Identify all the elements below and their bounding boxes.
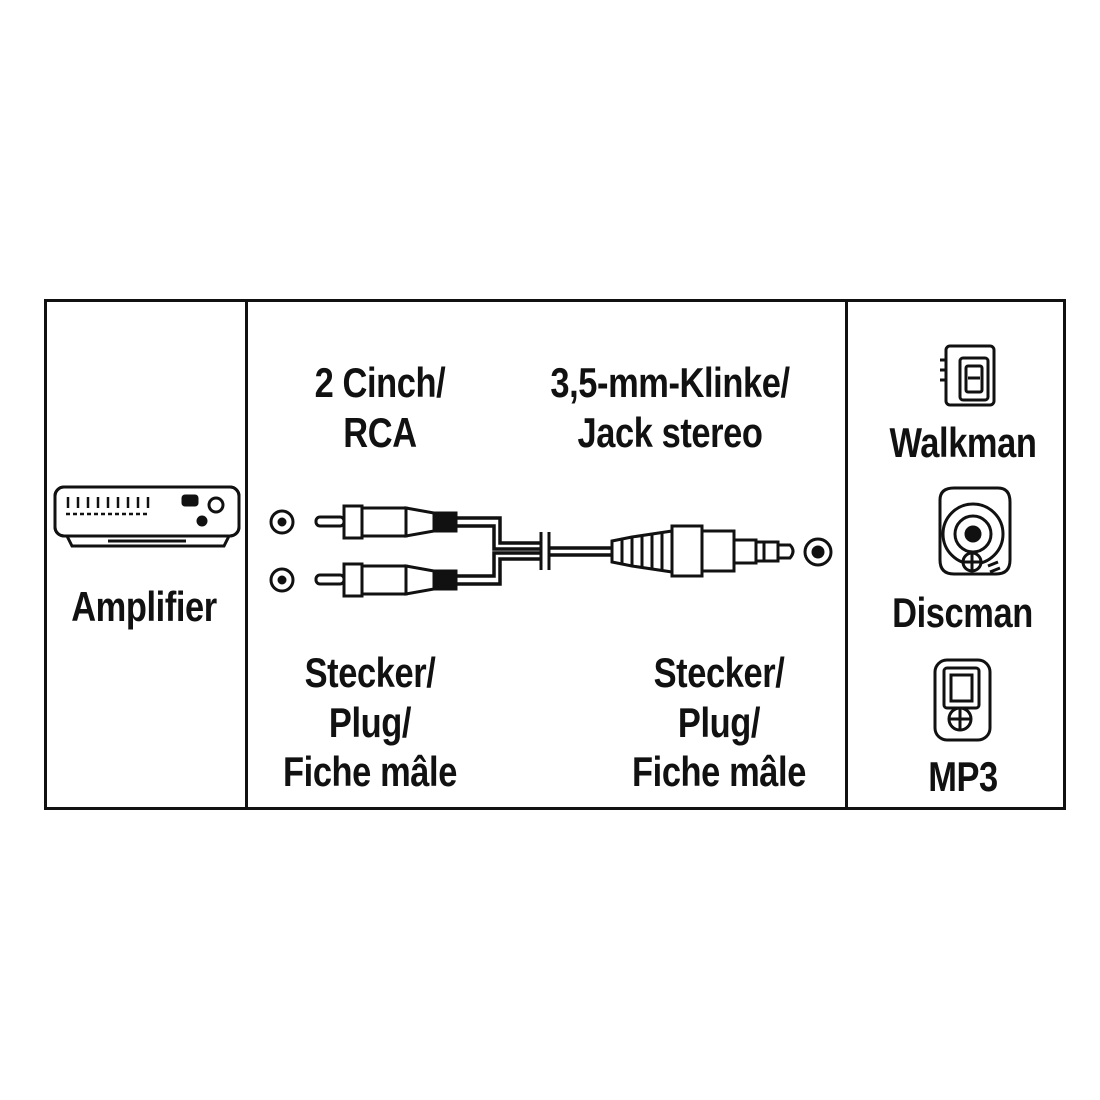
rca-plug-label: Stecker/ Plug/ Fiche mâle <box>276 648 465 797</box>
mp3-player-icon <box>933 658 992 742</box>
divider-right <box>845 299 848 810</box>
walkman-icon <box>940 344 996 407</box>
rca-plug-line2: Plug/ <box>328 698 412 746</box>
amplifier-icon <box>53 485 241 548</box>
jack-plug-label: Stecker/ Plug/ Fiche mâle <box>625 648 814 797</box>
rca-plug-line3: Fiche mâle <box>283 748 457 796</box>
diagram-frame <box>44 299 1066 810</box>
rca-title-line2: RCA <box>343 408 417 456</box>
rca-title-line1: 2 Cinch/ <box>314 359 446 406</box>
jack-plug-icon <box>610 524 795 578</box>
amplifier-label: Amplifier <box>71 583 217 630</box>
cable <box>456 516 612 586</box>
rca-socket-icon <box>269 509 295 593</box>
jack-plug-line1: Stecker/ <box>653 649 785 696</box>
rca-plug-line1: Stecker/ <box>304 649 436 696</box>
jack-title: 3,5-mm-Klinke/ Jack stereo <box>547 358 793 457</box>
jack-plug-line3: Fiche mâle <box>632 748 806 796</box>
jack-title-line2: Jack stereo <box>577 408 763 456</box>
rca-plug-icon <box>314 504 458 598</box>
jack-title-line1: 3,5-mm-Klinke/ <box>550 359 790 406</box>
divider-left <box>245 299 248 810</box>
jack-socket-icon <box>803 537 833 567</box>
walkman-label: Walkman <box>889 419 1037 466</box>
mp3-label: MP3 <box>928 753 998 800</box>
discman-label: Discman <box>892 589 1033 636</box>
discman-icon <box>938 486 1012 576</box>
rca-title: 2 Cinch/ RCA <box>306 358 454 457</box>
jack-plug-line2: Plug/ <box>677 698 761 746</box>
